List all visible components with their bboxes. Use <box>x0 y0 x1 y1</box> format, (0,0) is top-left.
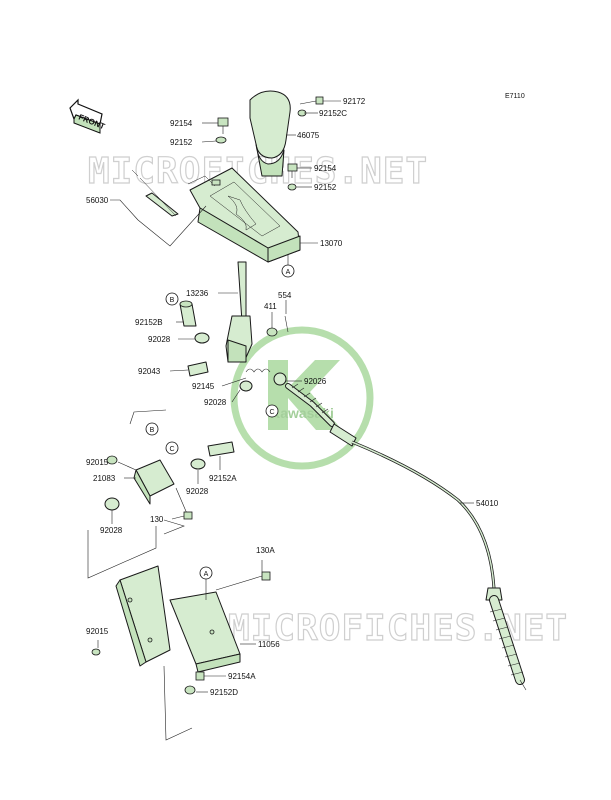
bolt-130 <box>175 487 193 520</box>
svg-text:B: B <box>170 297 175 304</box>
callout-b-upper: B <box>165 292 179 306</box>
nut-92015-a <box>106 455 118 465</box>
label-21083: 21083 <box>93 474 116 483</box>
label-92015-b: 92015 <box>86 627 109 636</box>
washer-92152-top <box>215 136 227 144</box>
shift-cable <box>285 383 527 691</box>
label-554: 554 <box>278 291 292 300</box>
bracket-leader <box>137 205 207 247</box>
bushing-92152b <box>179 300 197 327</box>
bolt-92154a <box>195 671 205 681</box>
pin-92152a <box>207 441 235 457</box>
label-92152-top: 92152 <box>170 138 193 147</box>
label-92028-d: 92028 <box>100 526 123 535</box>
collar-92028-b <box>239 380 253 392</box>
bolt-92154-top <box>217 117 229 134</box>
label-92026: 92026 <box>304 377 327 386</box>
label-92043: 92043 <box>138 367 161 376</box>
shift-gate-housing <box>187 167 301 263</box>
collar-92028-d <box>104 497 120 511</box>
bolt-130a <box>215 571 271 591</box>
label-92015-a: 92015 <box>86 458 109 467</box>
collar-92028-a <box>194 332 210 344</box>
label-92028-a: 92028 <box>148 335 171 344</box>
callout-b-lower: B <box>145 422 159 436</box>
callout-c-upper: C <box>265 404 279 418</box>
label-92028-b: 92028 <box>204 398 227 407</box>
label-92154a: 92154A <box>228 672 256 681</box>
label-13070: 13070 <box>320 239 343 248</box>
pivot-bracket-21083 <box>133 459 175 505</box>
callout-a-upper: A <box>281 254 295 278</box>
front-arrow-icon: FRONT <box>69 98 106 134</box>
label-92154-right: 92154 <box>314 164 337 173</box>
group-box-right <box>163 519 185 535</box>
bolt-92043 <box>187 361 209 377</box>
nut-92015-b <box>91 648 101 656</box>
label-92152d: 92152D <box>210 688 238 697</box>
label-11056: 11056 <box>258 640 280 649</box>
label-54010: 54010 <box>476 499 499 508</box>
bolt-92172 <box>299 96 324 105</box>
label-130: 130 <box>150 515 164 524</box>
bracket-base-lines <box>163 665 193 741</box>
label-92172: 92172 <box>343 97 366 106</box>
svg-text:C: C <box>269 409 274 416</box>
label-92145: 92145 <box>192 382 215 391</box>
washer-92152d <box>184 685 196 695</box>
label-92152b: 92152B <box>135 318 163 327</box>
leader-lines <box>97 100 474 693</box>
svg-text:C: C <box>169 446 174 453</box>
label-13236: 13236 <box>186 289 209 298</box>
label-92152-right: 92152 <box>314 183 337 192</box>
bracket-56030 <box>131 169 179 217</box>
svg-text:B: B <box>150 427 155 434</box>
leader-56030 <box>110 199 139 221</box>
spring-92145 <box>245 368 271 373</box>
label-411: 411 <box>264 302 277 311</box>
callout-c-lower: C <box>165 441 179 455</box>
svg-text:A: A <box>286 269 291 276</box>
label-46075: 46075 <box>297 131 320 140</box>
mounting-bracket-11056 <box>115 565 241 673</box>
diagram-code: E7110 <box>505 93 525 100</box>
shift-lever <box>225 261 253 363</box>
group-box-left <box>87 526 157 579</box>
pin-554 <box>284 315 289 333</box>
collar-92028-c <box>190 458 206 470</box>
svg-text:A: A <box>204 571 209 578</box>
label-92154-top: 92154 <box>170 119 193 128</box>
label-92028-c: 92028 <box>186 487 209 496</box>
watermark-text-top: MICROFICHES.NET <box>88 151 428 192</box>
label-92152c: 92152C <box>319 109 347 118</box>
group-leader-upper <box>129 409 167 425</box>
washer-411 <box>266 327 278 337</box>
label-92152a: 92152A <box>209 474 237 483</box>
callout-a-lower: A <box>199 566 213 600</box>
joint-92026 <box>273 372 287 386</box>
bolt-92154-right <box>287 163 298 178</box>
label-56030: 56030 <box>86 196 109 205</box>
shift-knob <box>249 90 291 177</box>
washer-92152-right <box>287 183 297 191</box>
label-130a: 130A <box>256 546 275 555</box>
